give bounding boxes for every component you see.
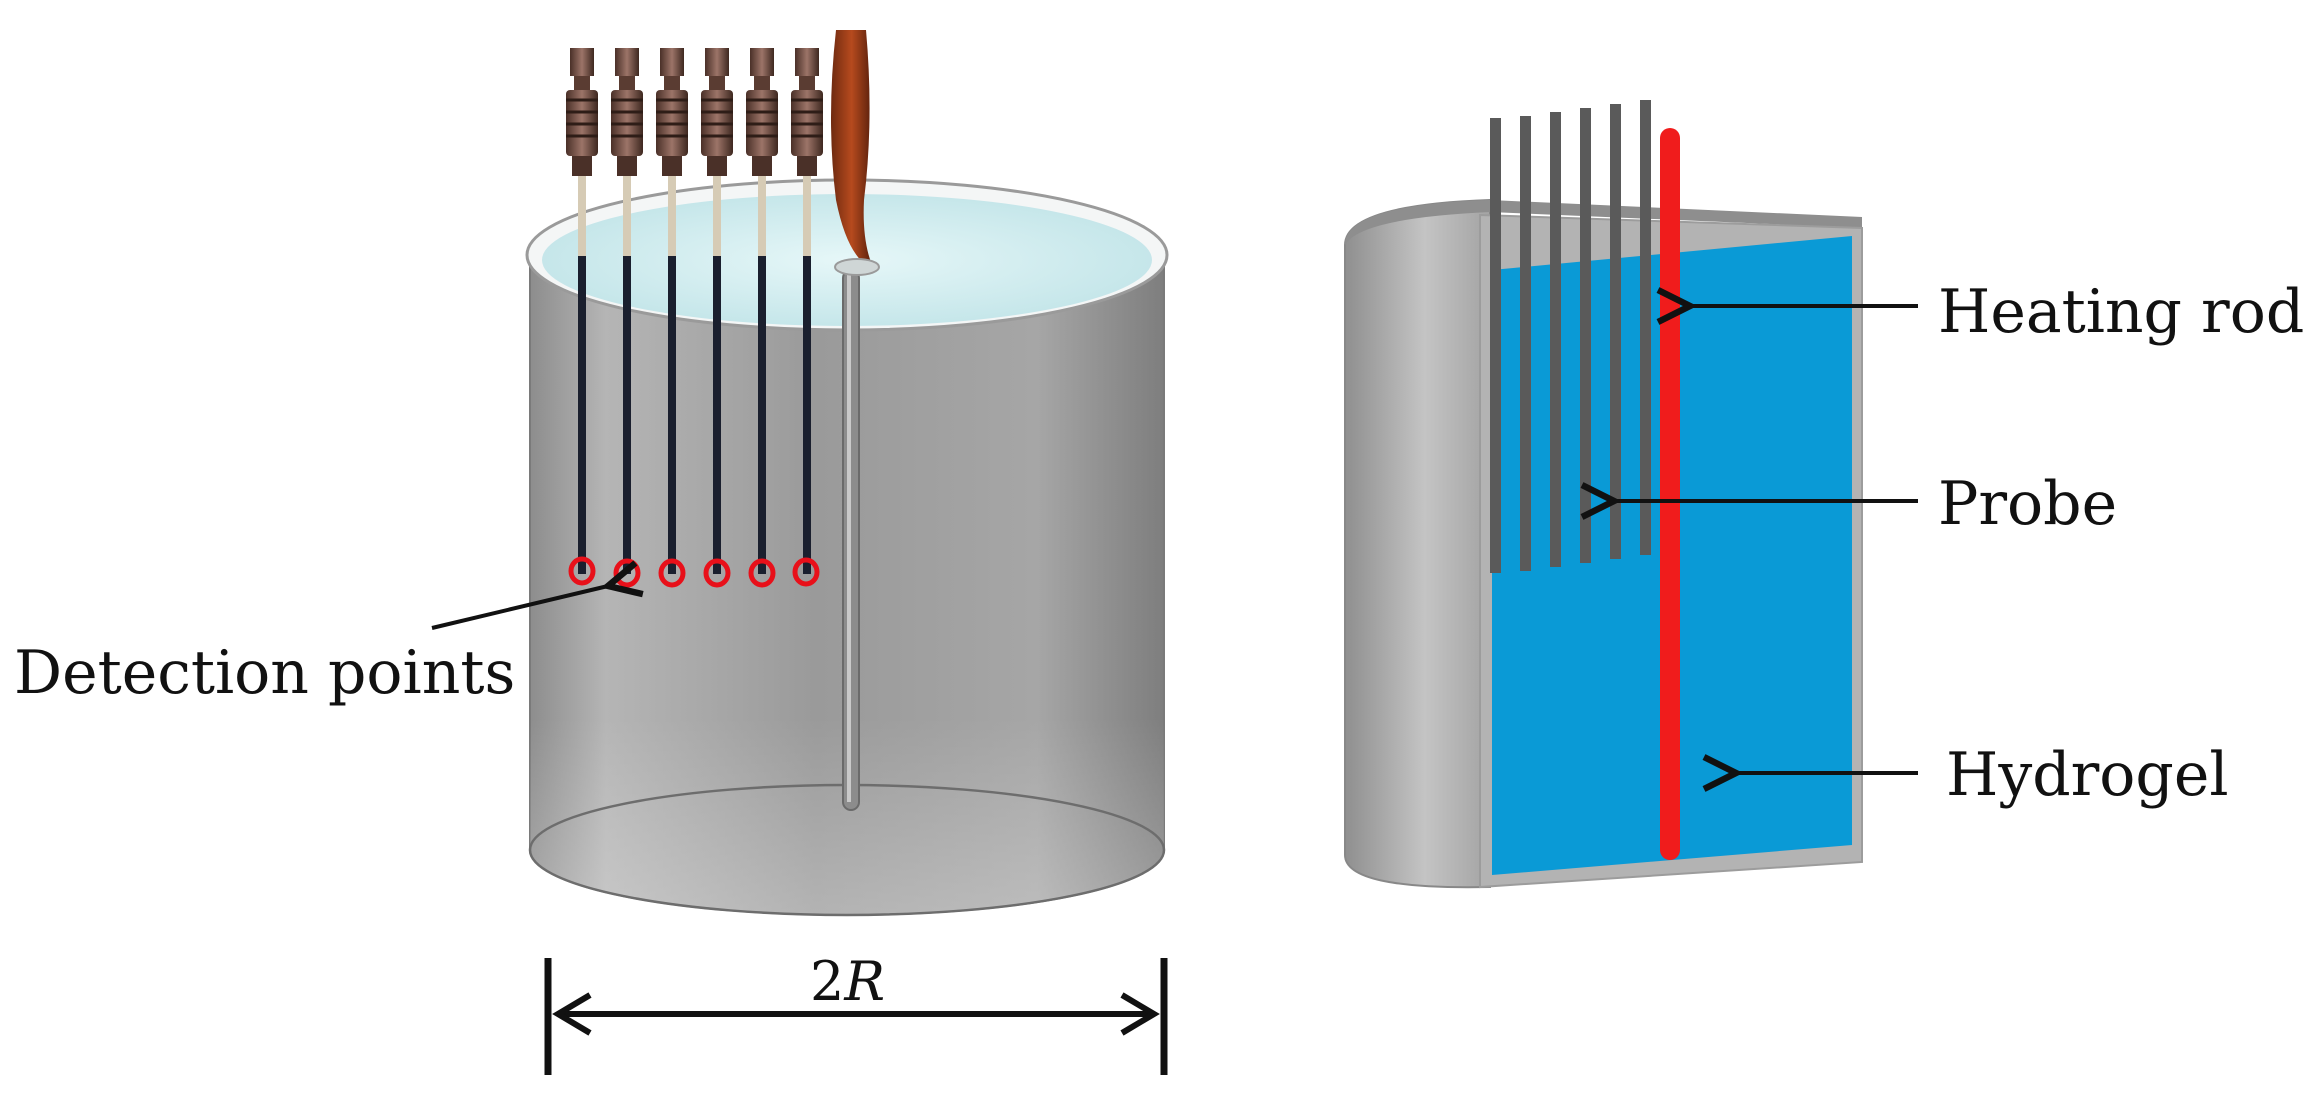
- hydrogel-label: Hydrogel: [1946, 740, 2229, 810]
- probe-right-5: [1610, 104, 1621, 559]
- right-cross-section: [1345, 100, 1862, 887]
- probe-right-1: [1490, 118, 1501, 573]
- probe-right-2: [1520, 116, 1531, 571]
- probe-right-4: [1580, 108, 1591, 563]
- heating-rod-right: [1660, 128, 1680, 860]
- detection-points-label: Detection points: [14, 638, 515, 708]
- probe-label: Probe: [1938, 469, 2117, 539]
- shell-curved-side: [1345, 200, 1490, 887]
- heating-rod-label: Heating rod: [1938, 277, 2304, 347]
- probe-right-6: [1640, 100, 1651, 555]
- dimension-label: 2R: [810, 950, 885, 1013]
- probe-right-3: [1550, 112, 1561, 567]
